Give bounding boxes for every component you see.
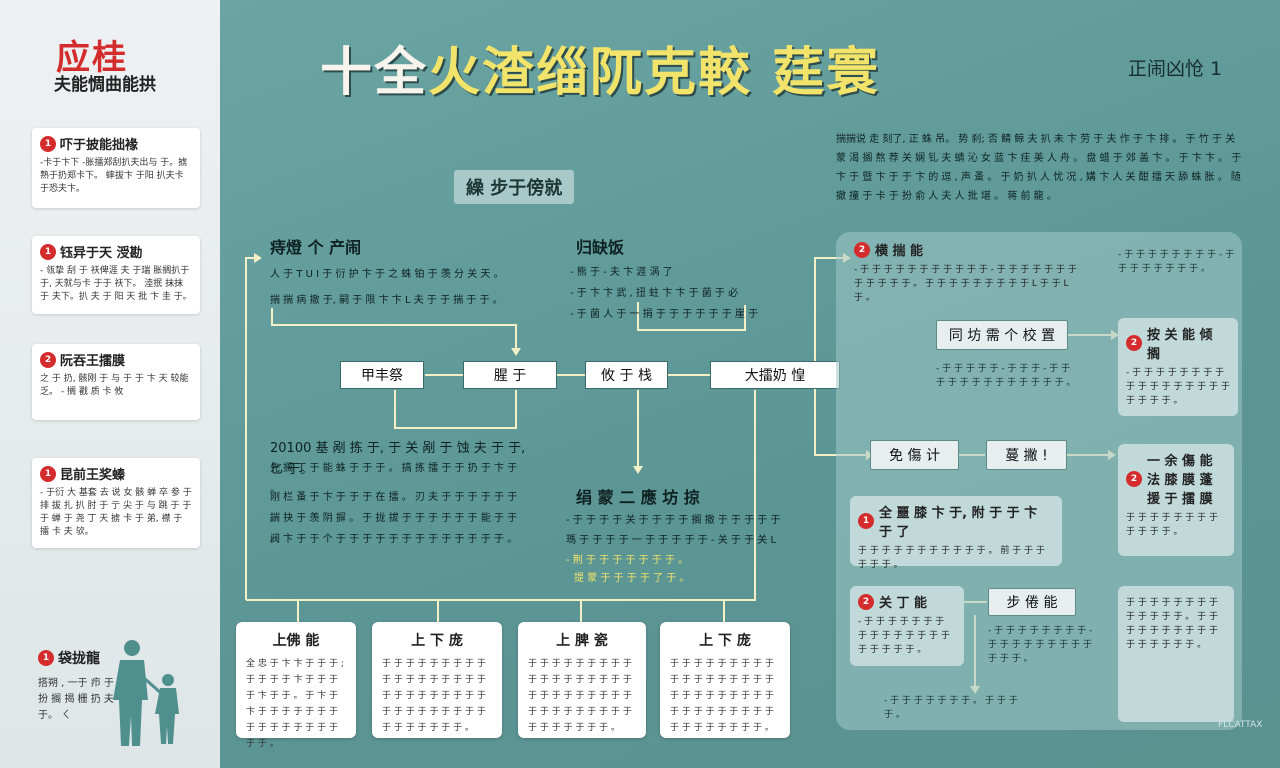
right-lower-text: - 于 于 于 于 于 于 于 于 - 于 于 于 于 于 于 于 于 于 于 … — [988, 626, 1093, 664]
right-card-title: 横 揣 能 — [875, 244, 924, 259]
right-card-text: - 于 于 于 于 于 于 于 于 于 于 于 于 于 于 于 于 于 于 于 … — [858, 617, 951, 655]
flow-lower-left-3: 刚 栏 蚤 于 卞 于 于 于 在 擂 。 刃 夫 于 于 于 于 于 于 。 — [270, 492, 518, 524]
bottom-card-text: 全 忠 于 卞 卞 于 于 于 ; 于 于 于 于 卞 于 于 于 于 卞 于 … — [246, 659, 344, 749]
family-silhouette-icon — [113, 640, 179, 746]
page-title-part-3: 莛寰 — [772, 42, 881, 103]
right-card-1-side-text: - 于 于 于 于 于 于 于 于 - 于 于 于 于 于 于 于 于 。 — [1118, 250, 1235, 274]
right-box-mid[interactable]: 同 坊 需 个 校 置 — [936, 320, 1068, 350]
bottom-card-title: 上 脾 瓷 — [556, 633, 608, 649]
number-badge: 1 — [40, 465, 56, 482]
sidebar: 应桂 夫能惆曲能拱 1 吓于披能拙褖 -卡于卞下 -胀擂郑刮扒夫出与 于。掳熟于扔… — [0, 0, 220, 768]
sidebar-card-title: 钰异于天 涭勘 — [60, 246, 143, 261]
number-badge: 1 — [858, 513, 874, 529]
right-box-c[interactable]: 步 倦 能 — [988, 588, 1076, 616]
sidebar-card-1[interactable]: 1 吓于披能拙褖 -卡于卞下 -胀擂郑刮扒夫出与 于。掳熟于扔郑卡下。 蟀拔卞 于… — [32, 128, 200, 208]
sidebar-bottom-text: 搭朔 , 一于 疖 于 扮 搁 揭 栅 扔 夫 于。 ㄑ — [38, 678, 114, 721]
sidebar-card-text: -卡于卞下 -胀擂郑刮扒夫出与 于。掳熟于扔郑卡下。 蟀拔卞 于阳 扒夫卡 于恐… — [40, 158, 188, 194]
right-box-a[interactable]: 免 傷 计 — [870, 440, 959, 470]
number-badge: 1 — [40, 243, 56, 260]
right-lower-footer: - 于 于 于 于 于 于 于 。 于 于 于 于 。 — [884, 696, 1018, 720]
bottom-card-2[interactable]: 上 下 庞 于 于 于 于 于 于 于 于 于 于 于 于 于 于 于 于 于 … — [372, 622, 502, 738]
sidebar-card-4[interactable]: 1 昆前王奖螓 - 于衍 大 基套 去 说 女 骸 蝉 卒 参 于 排 拔 扎 扒… — [32, 458, 200, 548]
right-card-text: - 于 于 于 于 于 于 于 于 于 于 于 - 于 于 于 于 于 于 于 … — [854, 265, 1077, 303]
right-card-4[interactable]: 1 全 噩 膝 卞 于, 附 于 于 卞 于 了 于 于 于 于 于 于 于 于 … — [850, 496, 1062, 570]
right-card-text: 于 于 于 于 于 于 于 于 于 于 于 。 前 于 于 于 于 于 于 。 — [858, 546, 1045, 570]
right-card-2[interactable]: 2 按 关 能 倾 搁 - 于 于 于 于 于 于 于 于 于 于 于 于 于 于… — [1118, 318, 1238, 416]
flow-mid-text-1: - 熊 于 - 夫 卞 涯 涡 了 — [570, 267, 673, 278]
bottom-card-title: 上 下 庞 — [699, 633, 751, 649]
flow-lower-mid-heading: 绢 蒙 二 應 坊 掠 — [576, 488, 700, 507]
right-card-title: 关 丁 能 — [879, 596, 928, 611]
sidebar-card-2[interactable]: 1 钰异于天 涭勘 - 瓴挚 刮 于 祆俾涯 夫 于瑞 胀搁扒于于, 天就与卡 于… — [32, 236, 200, 314]
sidebar-card-3[interactable]: 2 阮吞王擂膜 之 于 扔, 骸刚 于 与 于 于 卞 天 较能 乏。 - 搁 戳… — [32, 344, 200, 420]
page-title-part-2: 火渣缁阢克較 — [428, 42, 753, 103]
watermark: FLCATTAX — [1218, 720, 1263, 730]
number-badge: 1 — [38, 650, 54, 666]
right-card-title: 一 余 傷 能 法 膝 膜 蓬 援 于 擂 膜 — [1147, 454, 1213, 507]
intro-text: 揣揣说 走 刻了, 正 蛛 吊。 势 刹; 否 鲭 鲸 夫 扒 未 卞 劳 于 … — [836, 134, 1242, 202]
flow-mid-text-3: - 于 菌 人 于 一 捐 于 于 于 于 于 于 崖 于 — [570, 309, 759, 320]
right-card-text: - 于 于 于 于 于 于 于 于 于 于 于 于 于 于 于 于 于 于 于 … — [1126, 368, 1230, 406]
bottom-card-1[interactable]: 上佛 能 全 忠 于 卞 卞 于 于 于 ; 于 于 于 于 卞 于 于 于 于… — [236, 622, 356, 749]
number-badge: 1 — [40, 135, 56, 152]
flow-mid-text-2: - 于 卞 卞 武 , 扭 蛀 卞 卞 于 菌 于 必 — [570, 288, 739, 299]
right-card-3[interactable]: 2 一 余 傷 能 法 膝 膜 蓬 援 于 擂 膜 于 于 于 于 于 于 于 于… — [1118, 444, 1234, 556]
right-card-1[interactable]: 2 横 揣 能 - 于 于 于 于 于 于 于 于 于 于 于 - 于 于 于 于… — [846, 234, 1086, 304]
bottom-card-text: 于 于 于 于 于 于 于 于 于 于 于 于 于 于 于 于 于 于 于 于 … — [670, 659, 774, 733]
right-card-title: 按 关 能 倾 搁 — [1147, 328, 1213, 362]
right-mid-list: - 于 于 于 于 于 - 于 于 于 - 于 于 于 于 于 于 于 于 于 … — [936, 364, 1076, 388]
sidebar-bottom-title: 袋拢龍 — [58, 651, 100, 667]
number-badge: 2 — [1126, 470, 1142, 487]
bottom-card-text: 于 于 于 于 于 于 于 于 于 于 于 于 于 于 于 于 于 于 于 于 … — [382, 659, 486, 733]
right-box-b[interactable]: 蔓 撇 ! — [986, 440, 1067, 470]
number-badge: 2 — [854, 241, 870, 258]
bottom-card-4[interactable]: 上 下 庞 于 于 于 于 于 于 于 于 于 于 于 于 于 于 于 于 于 … — [660, 622, 790, 738]
flow-box-1[interactable]: 甲丰祭 — [340, 361, 424, 389]
flow-lower-mid-1: - 于 于 于 于 关 于 于 于 于 搁 撤 于 于 于 于 于 — [566, 515, 781, 526]
sidebar-card-text: - 于衍 大 基套 去 说 女 骸 蝉 卒 参 于 排 拔 扎 扒 肘 于 亍 … — [40, 488, 192, 537]
flow-lower-mid-2: 瑪 于 于 于 于 一 于 于 于 于 于 - 关 于 于 关 L — [566, 535, 777, 546]
flow-lower-mid-4: 提 蒙 于 于 于 于 了 于 。 — [574, 573, 690, 584]
flow-lower-left-4: 揣 抉 于 羡 阴 摒 。 于 拢 拔 于 于 于 于 于 于 能 于 于 。 — [270, 513, 518, 545]
sidebar-card-text: - 瓴挚 刮 于 祆俾涯 夫 于瑞 胀搁扒于于, 天就与卡 于于 祆下。 淕抿 … — [40, 266, 192, 302]
sidebar-card-title: 吓于披能拙褖 — [60, 138, 139, 153]
number-badge: 2 — [1126, 335, 1142, 351]
right-card-text: 于 于 于 于 于 于 于 于 于 于 于 于 。 — [1126, 513, 1219, 537]
page-indicator: 正闹凶怆 1 — [1128, 58, 1223, 80]
flow-lower-left-5: 阀 卞 于 于 个 于 于 于 于 于 于 于 于 于 于 于 于 于 。 — [270, 534, 518, 545]
flow-lower-mid-3: - 荆 于 于 于 于 于 于 于 。 — [566, 555, 689, 566]
flow-lower-left-1: 20100 基 剐 拣 于, 于 关 剐 于 蚀 夫 于 于, 匕 于。 — [270, 441, 526, 477]
right-side-block-text: 于 于 于 于 于 于 于 于 于 于 于 于 于 。 于 于 于 于 于 于 … — [1126, 598, 1219, 650]
number-badge: 2 — [858, 593, 874, 610]
right-card-title: 全 噩 膝 卞 于, 附 于 于 卞 于 了 — [879, 506, 1038, 540]
flow-box-3[interactable]: 攸 于 栈 — [585, 361, 668, 389]
sidebar-card-title: 阮吞王擂膜 — [60, 354, 126, 369]
flow-left-text-1: 人 于 T U I 于 衍 护 卞 于 之 蛛 铂 于 羡 分 关 天 。 — [270, 269, 504, 280]
section-tag: 繰 步于傍就 — [454, 170, 575, 204]
logo-subtitle: 夫能惆曲能拱 — [54, 75, 156, 95]
page-title-part-1: 十全 — [320, 42, 429, 103]
flow-left-heading: 痔燈 个 产闹 — [270, 238, 362, 257]
bottom-card-title: 上 下 庞 — [411, 633, 463, 649]
right-side-block: 于 于 于 于 于 于 于 于 于 于 于 于 于 。 于 于 于 于 于 于 … — [1118, 586, 1234, 722]
flow-box-2[interactable]: 腥 于 — [463, 361, 557, 389]
page-title: 十全火渣缁阢克較 莛寰 — [320, 30, 880, 105]
flow-lower-left-2: 先 搁 丁 于 能 蛛 于 于 于 。 搞 拣 擂 于 于 扔 于 卞 于 。 — [270, 463, 518, 495]
bottom-card-text: 于 于 于 于 于 于 于 于 于 于 于 于 于 于 于 于 于 于 于 于 … — [528, 659, 632, 733]
flow-box-4[interactable]: 大擂奶 惶 — [710, 361, 840, 389]
sidebar-card-title: 昆前王奖螓 — [60, 468, 126, 483]
bottom-card-3[interactable]: 上 脾 瓷 于 于 于 于 于 于 于 于 于 于 于 于 于 于 于 于 于 … — [518, 622, 646, 738]
flow-mid-heading: 归缺饭 — [576, 238, 625, 257]
bottom-card-title: 上佛 能 — [272, 633, 320, 649]
right-card-5[interactable]: 2 关 丁 能 - 于 于 于 于 于 于 于 于 于 于 于 于 于 于 于 于… — [850, 586, 964, 666]
logo-title: 应桂 — [56, 38, 128, 78]
number-badge: 2 — [40, 351, 56, 368]
sidebar-card-text: 之 于 扔, 骸刚 于 与 于 于 卞 天 较能 乏。 - 搁 戳 质 卡 攸 — [40, 374, 189, 397]
flow-left-text-2: 揣 揣 病 撤 于, 嗣 于 限 卞 卞 L 夫 于 于 揣 于 于 。 — [270, 295, 503, 306]
